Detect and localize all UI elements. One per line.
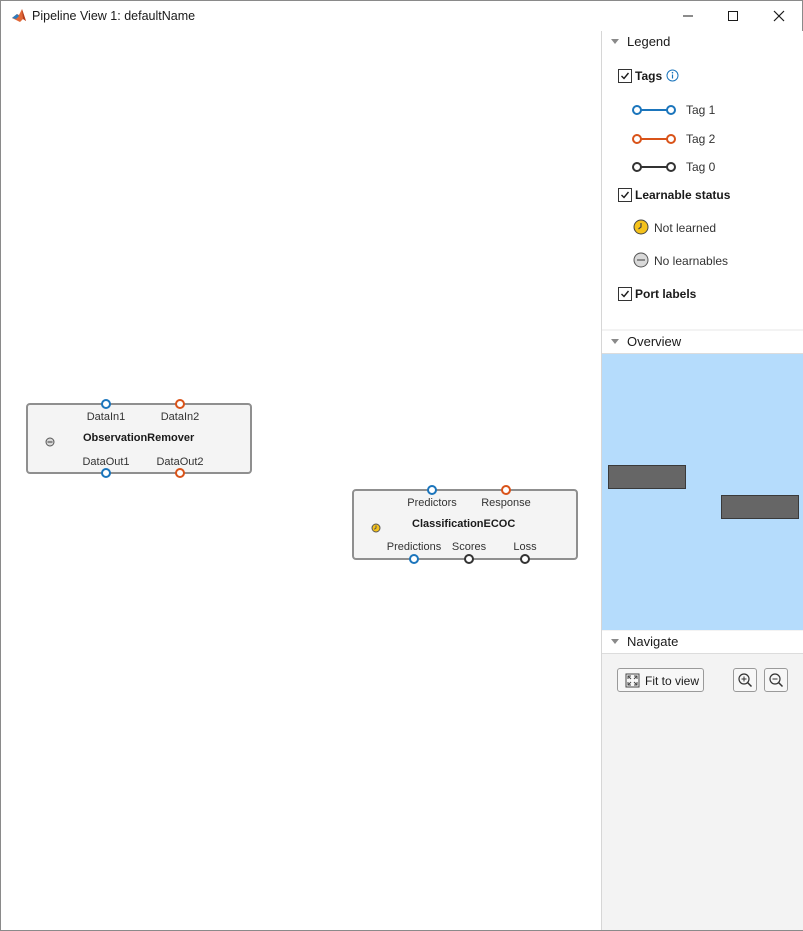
no-learnables-icon (45, 434, 55, 452)
port-label: DataOut1 (82, 456, 130, 468)
input-port-response[interactable] (501, 485, 511, 495)
node-name: ObservationRemover (83, 432, 195, 444)
matlab-logo-icon (11, 8, 27, 24)
tag0-swatch (631, 160, 677, 178)
node-name: ClassificationECOC (412, 518, 516, 530)
overview-node (608, 465, 686, 489)
side-panel: Legend Tags Tag 1 Tag 2 Tag 0 (601, 31, 803, 930)
window-title: Pipeline View 1: defaultName (32, 9, 196, 23)
port-label: DataIn2 (160, 411, 200, 423)
close-icon (773, 10, 785, 22)
port-labels-label: Port labels (635, 287, 697, 301)
output-port-dataout2[interactable] (175, 468, 185, 478)
port-label: Loss (513, 541, 537, 553)
port-label: DataOut2 (156, 456, 204, 468)
tag2-swatch (631, 132, 677, 150)
port-label: Predictions (386, 541, 442, 553)
pipeline-node-classification-ecoc[interactable]: ClassificationECOC Predictors Response P… (352, 489, 578, 560)
tag1-swatch (631, 103, 677, 121)
legend-section-header[interactable]: Legend (602, 31, 803, 54)
overview-section-header[interactable]: Overview (602, 331, 803, 354)
zoom-in-icon (737, 672, 753, 693)
port-label: DataIn1 (86, 411, 126, 423)
pipeline-canvas[interactable]: ObservationRemover DataIn1 DataIn2 DataO… (1, 31, 601, 930)
clock-icon (633, 219, 649, 240)
collapse-arrow-icon (611, 39, 619, 44)
zoom-in-button[interactable] (733, 668, 757, 692)
zoom-out-icon (768, 672, 784, 693)
tag0-label: Tag 0 (686, 160, 716, 174)
collapse-arrow-icon (611, 639, 619, 644)
input-port-datain2[interactable] (175, 399, 185, 409)
maximize-button[interactable] (710, 1, 756, 31)
navigate-section-header[interactable]: Navigate (602, 631, 803, 654)
close-button[interactable] (756, 1, 802, 31)
learnable-status-label: Learnable status (635, 188, 731, 202)
fit-to-view-label: Fit to view (645, 674, 700, 688)
pipeline-node-observation-remover[interactable]: ObservationRemover DataIn1 DataIn2 DataO… (26, 403, 252, 474)
no-learnables-label: No learnables (654, 254, 729, 268)
minimize-icon (683, 15, 693, 17)
minimize-button[interactable] (665, 1, 711, 31)
legend-panel: Tags Tag 1 Tag 2 Tag 0 Learnable status (602, 53, 803, 329)
port-label: Response (481, 497, 531, 509)
tag1-label: Tag 1 (686, 103, 716, 117)
tag2-label: Tag 2 (686, 132, 716, 146)
output-port-predictions[interactable] (409, 554, 419, 564)
tags-label: Tags (635, 69, 663, 83)
output-port-scores[interactable] (464, 554, 474, 564)
port-label: Scores (451, 541, 487, 553)
legend-header-label: Legend (627, 34, 671, 49)
port-labels-checkbox[interactable] (618, 287, 632, 301)
overview-node (721, 495, 799, 519)
output-port-loss[interactable] (520, 554, 530, 564)
title-bar: Pipeline View 1: defaultName (1, 1, 802, 31)
output-port-dataout1[interactable] (101, 468, 111, 478)
minus-circle-icon (633, 252, 649, 273)
not-learned-icon (371, 520, 381, 538)
tags-checkbox[interactable] (618, 69, 632, 83)
info-icon[interactable] (666, 69, 679, 87)
overview-header-label: Overview (627, 334, 682, 349)
port-label: Predictors (407, 497, 457, 509)
input-port-datain1[interactable] (101, 399, 111, 409)
maximize-icon (728, 11, 738, 21)
not-learned-label: Not learned (654, 221, 717, 235)
overview-minimap[interactable] (602, 354, 803, 630)
input-port-predictors[interactable] (427, 485, 437, 495)
fit-to-view-icon (625, 673, 640, 693)
collapse-arrow-icon (611, 339, 619, 344)
navigate-panel: Fit to view (602, 654, 803, 930)
zoom-out-button[interactable] (764, 668, 788, 692)
navigate-header-label: Navigate (627, 634, 679, 649)
fit-to-view-button[interactable]: Fit to view (617, 668, 704, 692)
learnable-status-checkbox[interactable] (618, 188, 632, 202)
